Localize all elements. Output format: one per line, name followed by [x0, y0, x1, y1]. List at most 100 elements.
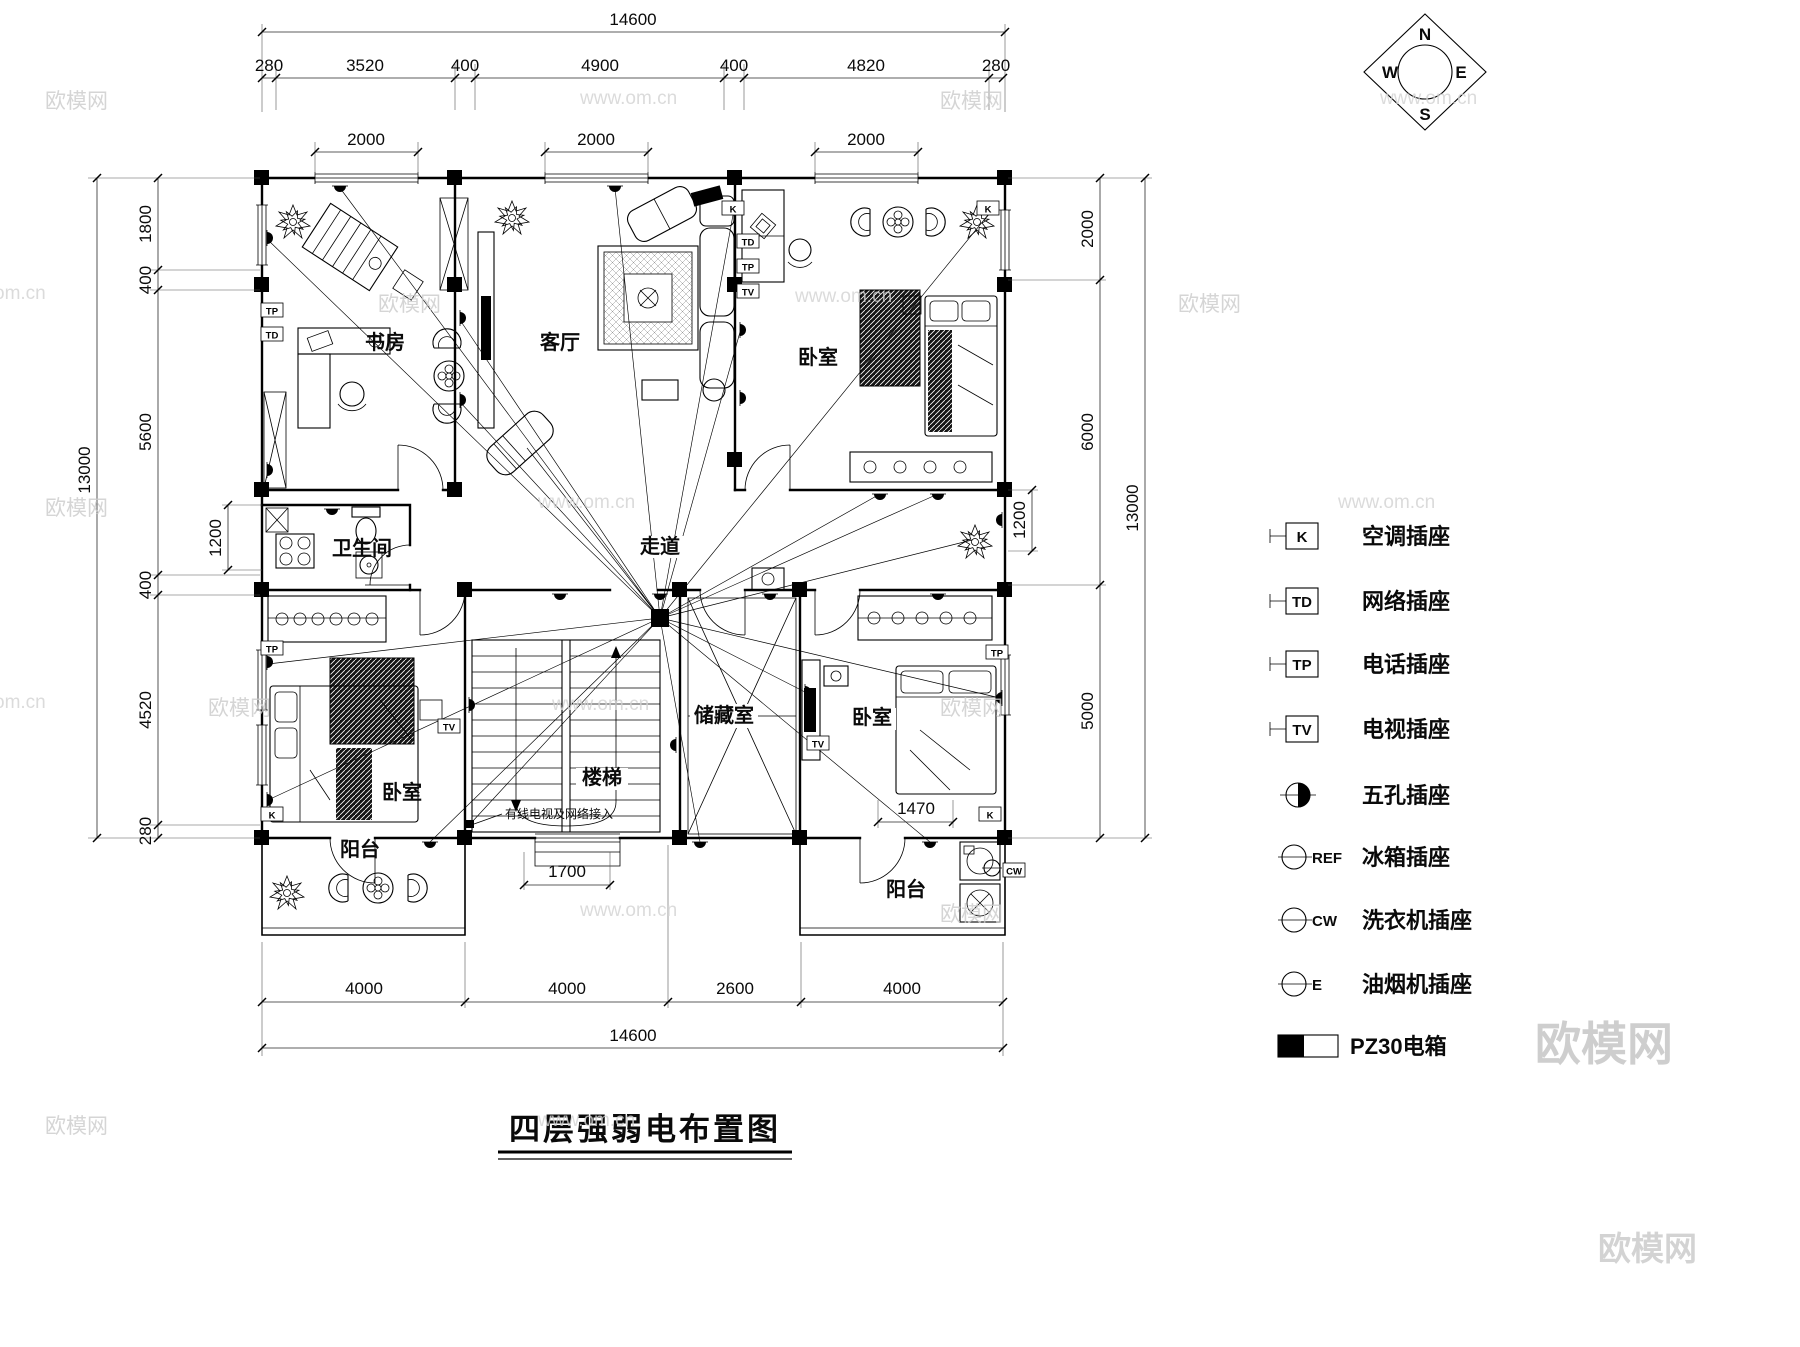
room-label-balcony-se: 阳台	[886, 877, 926, 901]
plant-icon	[275, 204, 311, 239]
window-bottom-center	[535, 833, 620, 843]
svg-text:4000: 4000	[548, 979, 586, 998]
legend-row-socket: 五孔插座	[1280, 782, 1450, 808]
sockets	[266, 185, 1003, 877]
se-tv-cabinet	[801, 659, 821, 761]
dim-bottom-total: 14600	[609, 1026, 656, 1045]
window-right-1	[999, 209, 1011, 271]
socket-label: K	[987, 811, 994, 822]
window-left-3	[256, 724, 268, 786]
legend-row-network: TD 网络插座	[1269, 587, 1450, 615]
dimension-lines	[88, 24, 1152, 1056]
svg-text:5000: 5000	[1078, 692, 1097, 730]
sw-balcony-set	[328, 873, 428, 903]
se-nightstand	[823, 665, 849, 687]
room-label-living: 客厅	[539, 330, 580, 354]
svg-text:1470: 1470	[897, 799, 935, 818]
svg-text:2000: 2000	[577, 130, 615, 149]
socket-label: K	[985, 205, 992, 216]
svg-text:PZ30电箱: PZ30电箱	[1350, 1034, 1447, 1059]
ne-dresser	[849, 451, 993, 483]
svg-text:4000: 4000	[883, 979, 921, 998]
svg-text:280: 280	[136, 817, 155, 845]
socket-label-box	[260, 302, 284, 318]
dim-left-total: 13000	[75, 446, 94, 493]
socket-label-box	[1002, 862, 1026, 878]
dim-right-total: 13000	[1123, 484, 1142, 531]
svg-text:400: 400	[720, 56, 748, 75]
socket-label: TD	[266, 331, 279, 342]
se-balcony-washers	[959, 841, 1001, 923]
tv-cabinet-living	[477, 231, 495, 429]
drafting-table	[301, 202, 399, 292]
svg-text:400: 400	[136, 571, 155, 599]
tea-corner	[432, 328, 464, 424]
compass-w: W	[1382, 63, 1399, 82]
socket-label-box	[437, 718, 461, 734]
svg-text:4000: 4000	[345, 979, 383, 998]
window-top-1	[314, 172, 419, 184]
room-label-corridor: 走道	[640, 534, 680, 558]
ne-bed	[902, 295, 998, 437]
room-label-storage: 储藏室	[694, 703, 754, 727]
legend-row-washer: CW 洗衣机插座	[1278, 907, 1472, 933]
compass-s: S	[1419, 105, 1430, 124]
svg-text:3520: 3520	[346, 56, 384, 75]
socket-label: TD	[742, 238, 755, 249]
svg-text:电视插座: 电视插座	[1362, 717, 1450, 742]
room-label-stairs: 楼梯	[582, 765, 622, 789]
study-desk	[297, 327, 391, 429]
ne-chairs	[850, 207, 946, 237]
plant-icon	[494, 200, 530, 235]
svg-text:4820: 4820	[847, 56, 885, 75]
sw-closet	[267, 595, 387, 643]
svg-text:400: 400	[136, 266, 155, 294]
svg-text:6000: 6000	[1078, 413, 1097, 451]
hall-table	[751, 567, 785, 591]
se-bed	[895, 665, 997, 795]
svg-text:5600: 5600	[136, 413, 155, 451]
svg-text:1800: 1800	[136, 205, 155, 243]
windows	[256, 172, 1011, 843]
svg-text:280: 280	[255, 56, 283, 75]
sw-wardrobe	[329, 657, 415, 745]
columns	[254, 170, 1012, 845]
socket-label-box	[736, 283, 760, 299]
ne-wardrobe	[859, 289, 921, 387]
socket-label-box	[985, 644, 1009, 660]
socket-label-box	[976, 200, 1000, 216]
wiring-lines	[267, 187, 1001, 843]
svg-text:400: 400	[451, 56, 479, 75]
legend-row-ac: K 空调插座	[1269, 522, 1450, 550]
room-label-bedroom-se: 卧室	[852, 705, 892, 729]
svg-text:1200: 1200	[206, 519, 225, 557]
room-label-study: 书房	[365, 330, 405, 354]
room-label-bathroom: 卫生间	[332, 537, 392, 560]
svg-text:空调插座: 空调插座	[1362, 524, 1450, 549]
svg-text:五孔插座: 五孔插座	[1362, 783, 1450, 808]
svg-text:TP: TP	[1292, 657, 1311, 674]
svg-text:2000: 2000	[847, 130, 885, 149]
room-labels: 书房 客厅 卧室 卫生间 走道 储藏室 楼梯 卧室 卧室 阳台 阳台	[332, 330, 926, 901]
plant-icon	[957, 524, 993, 559]
window-top-2	[544, 172, 649, 184]
socket-label-box	[806, 735, 830, 751]
compass: N E S W	[1363, 13, 1487, 131]
socket-label: TV	[812, 740, 825, 751]
legend-row-hood: E 油烟机插座	[1278, 971, 1472, 997]
room-label-balcony-sw: 阳台	[340, 837, 380, 861]
socket-label: CW	[1006, 867, 1022, 878]
svg-text:4900: 4900	[581, 56, 619, 75]
socket-label-box	[260, 326, 284, 342]
legend-row-phone: TP 电话插座	[1269, 650, 1450, 678]
bathroom-fixtures	[265, 506, 383, 579]
svg-text:1700: 1700	[548, 862, 586, 881]
stairs	[471, 639, 661, 833]
distribution-box	[651, 609, 669, 627]
window-top-3	[814, 172, 919, 184]
legend-row-fridge: REF 冰箱插座	[1278, 844, 1450, 870]
socket-label: TP	[742, 263, 755, 274]
